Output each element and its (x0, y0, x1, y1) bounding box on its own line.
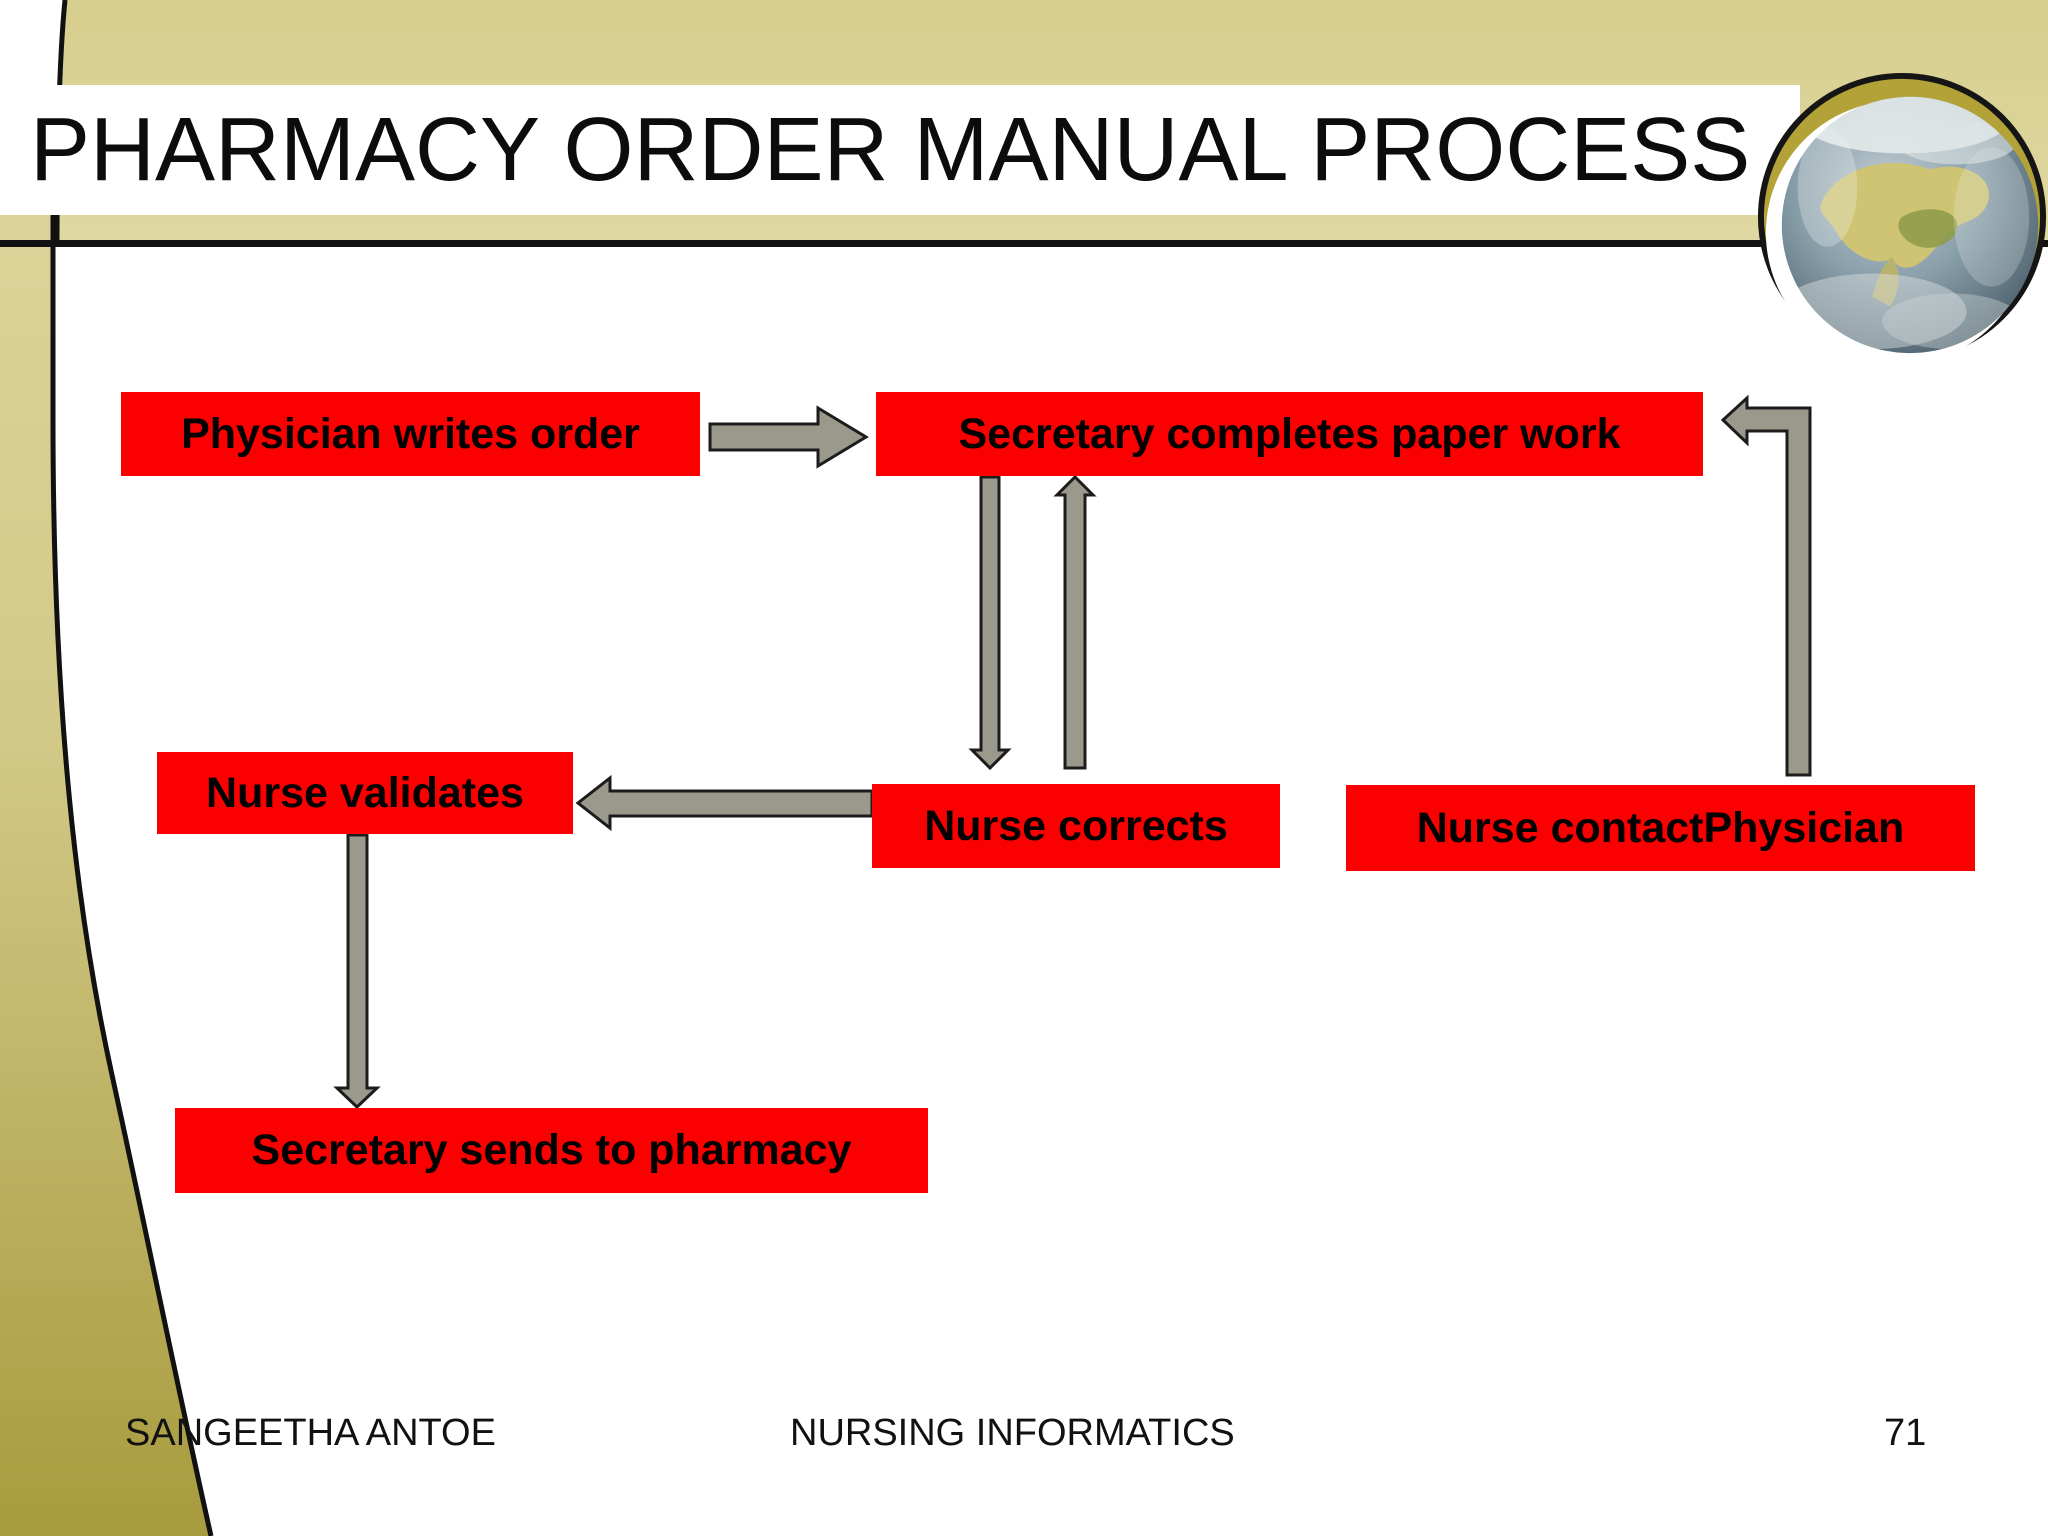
node-secretary-completes-paper-work: Secretary completes paper work (876, 392, 1703, 476)
title-bar (0, 85, 1800, 215)
node-secretary-sends-to-pharmacy: Secretary sends to pharmacy (175, 1108, 928, 1193)
arrow-contact-to-secretary-elbow (1720, 394, 1812, 777)
page-title: PHARMACY ORDER MANUAL PROCESS (30, 100, 1751, 200)
node-nurse-contact-physician: Nurse contactPhysician (1346, 785, 1975, 871)
node-nurse-corrects: Nurse corrects (872, 784, 1280, 868)
arrow-secretary-to-corrects (968, 475, 1012, 771)
arrow-validates-to-sends (333, 833, 381, 1110)
footer-course: NURSING INFORMATICS (790, 1412, 1235, 1454)
arrow-physician-to-secretary (708, 405, 869, 469)
globe-icon (1757, 72, 2047, 366)
left-edge-curve (50, 215, 214, 1536)
node-nurse-validates: Nurse validates (157, 752, 573, 834)
arrow-corrects-to-validates (575, 774, 874, 832)
divider-line (0, 240, 2048, 247)
arrow-corrects-to-secretary (1053, 474, 1097, 770)
footer-page-number: 71 (1884, 1412, 1927, 1454)
footer-author: SANGEETHA ANTOE (125, 1412, 496, 1454)
node-physician-writes-order: Physician writes order (121, 392, 700, 476)
